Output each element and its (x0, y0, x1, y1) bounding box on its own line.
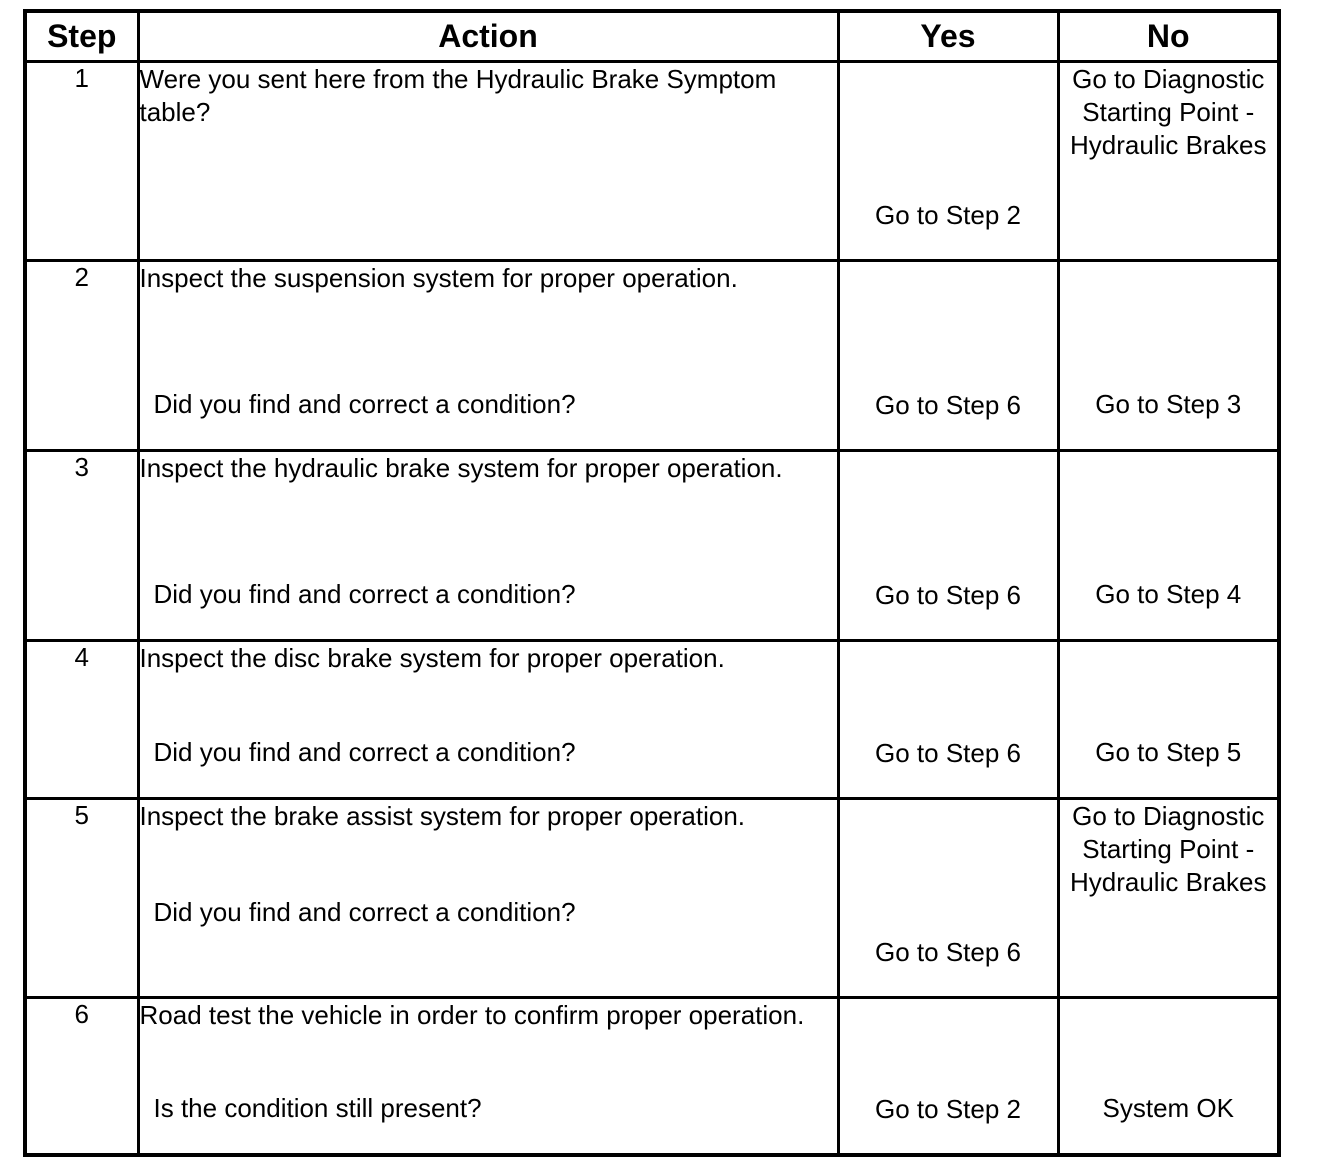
diagnostic-table: Step Action Yes No 1 Were you sent here … (23, 9, 1281, 1157)
action-question: Did you find and correct a condition? (153, 737, 576, 767)
action-text: Inspect the suspension system for proper… (139, 263, 738, 293)
yes-link[interactable]: Go to Step 6 (875, 738, 1021, 768)
action-cell: Inspect the disc brake system for proper… (136, 639, 840, 800)
no-cell: Go to Step 3 (1056, 259, 1281, 452)
no-link[interactable]: Go to Step 3 (1095, 389, 1242, 419)
yes-link[interactable]: Go to Step 2 (875, 200, 1021, 230)
no-cell: System OK (1056, 996, 1281, 1157)
action-cell: Were you sent here from the Hydraulic Br… (136, 60, 840, 262)
no-link[interactable]: Go to Step 4 (1095, 579, 1242, 609)
action-cell: Inspect the hydraulic brake system for p… (136, 449, 840, 642)
yes-link[interactable]: Go to Step 6 (875, 937, 1021, 967)
table-row: 3 Inspect the hydraulic brake system for… (23, 449, 1281, 642)
header-yes: Yes (836, 9, 1060, 63)
action-question: Is the condition still present? (153, 1093, 482, 1123)
yes-cell: Go to Step 2 (836, 60, 1060, 262)
yes-cell: Go to Step 6 (836, 259, 1060, 452)
header-no: No (1056, 9, 1281, 63)
yes-link[interactable]: Go to Step 6 (875, 580, 1021, 610)
yes-cell: Go to Step 6 (836, 449, 1060, 642)
header-action: Action (136, 9, 840, 63)
table-row: 4 Inspect the disc brake system for prop… (23, 639, 1281, 800)
step-number: 5 (23, 797, 140, 999)
action-cell: Road test the vehicle in order to confir… (136, 996, 840, 1157)
no-link[interactable]: Go to Diagnostic Starting Point - Hydrau… (1069, 64, 1267, 160)
action-text: Inspect the disc brake system for proper… (139, 643, 725, 673)
action-question: Did you find and correct a condition? (153, 897, 576, 927)
yes-cell: Go to Step 2 (836, 996, 1060, 1157)
action-question: Did you find and correct a condition? (153, 579, 576, 609)
no-link[interactable]: Go to Diagnostic Starting Point - Hydrau… (1069, 801, 1267, 897)
header-row: Step Action Yes No (23, 9, 1281, 63)
step-number: 2 (23, 259, 140, 452)
table-row: 1 Were you sent here from the Hydraulic … (23, 60, 1281, 262)
step-number: 3 (23, 449, 140, 642)
step-number: 4 (23, 639, 140, 800)
step-number: 6 (23, 996, 140, 1157)
no-cell: Go to Step 4 (1056, 449, 1281, 642)
step-number: 1 (23, 60, 140, 262)
yes-cell: Go to Step 6 (836, 797, 1060, 999)
action-question: Did you find and correct a condition? (153, 389, 576, 419)
no-cell: Go to Step 5 (1056, 639, 1281, 800)
action-text: Were you sent here from the Hydraulic Br… (139, 64, 777, 127)
no-link[interactable]: Go to Step 5 (1095, 737, 1242, 767)
no-cell: Go to Diagnostic Starting Point - Hydrau… (1056, 60, 1281, 262)
no-link[interactable]: System OK (1102, 1093, 1234, 1123)
action-text: Inspect the hydraulic brake system for p… (139, 453, 783, 483)
action-cell: Inspect the brake assist system for prop… (136, 797, 840, 999)
no-cell: Go to Diagnostic Starting Point - Hydrau… (1056, 797, 1281, 999)
table-row: 6 Road test the vehicle in order to conf… (23, 996, 1281, 1157)
yes-link[interactable]: Go to Step 6 (875, 390, 1021, 420)
action-text: Inspect the brake assist system for prop… (139, 801, 746, 831)
action-cell: Inspect the suspension system for proper… (136, 259, 840, 452)
table-row: 2 Inspect the suspension system for prop… (23, 259, 1281, 452)
yes-link[interactable]: Go to Step 2 (875, 1094, 1021, 1124)
table-row: 5 Inspect the brake assist system for pr… (23, 797, 1281, 999)
action-text: Road test the vehicle in order to confir… (139, 1000, 805, 1030)
header-step: Step (23, 9, 140, 63)
yes-cell: Go to Step 6 (836, 639, 1060, 800)
